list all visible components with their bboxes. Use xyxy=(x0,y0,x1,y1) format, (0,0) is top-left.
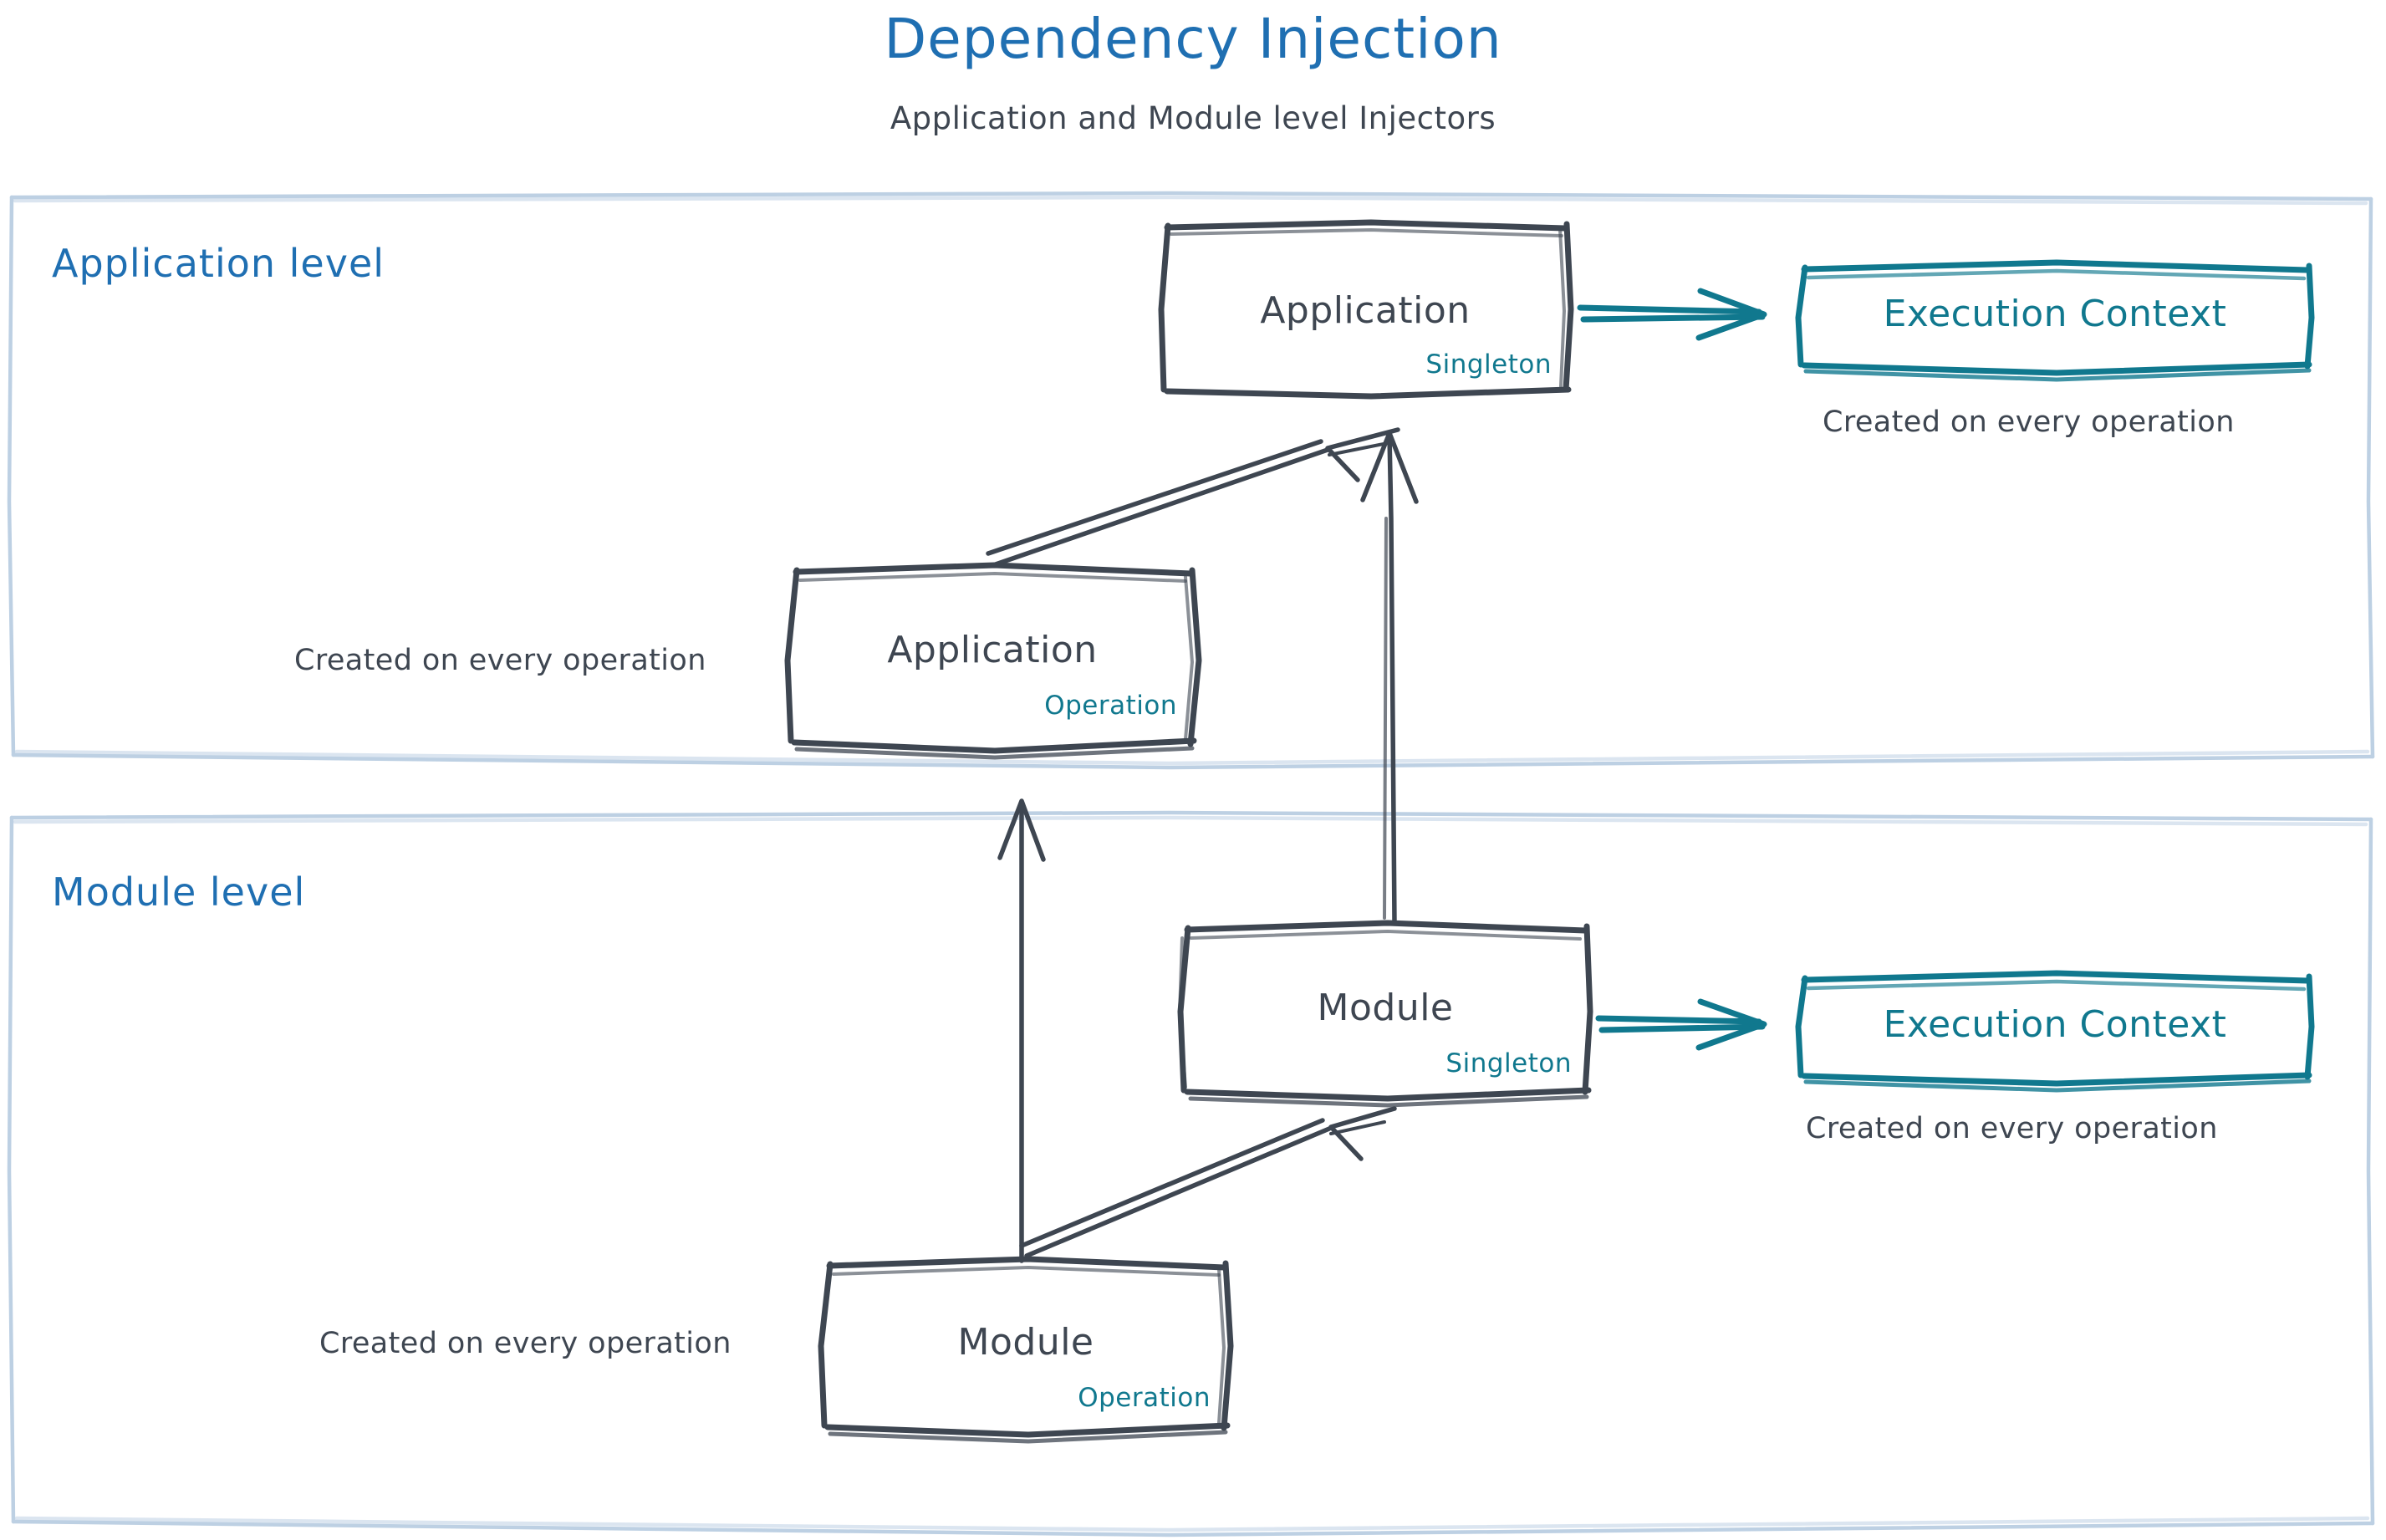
page-title: Dependency Injection xyxy=(884,7,1502,71)
edge-mod-operation-to-mod-singleton xyxy=(1019,1106,1397,1258)
node-scope-badge: Singleton xyxy=(1445,1048,1572,1079)
annotation-execution-context-module: Created on every operation xyxy=(1806,1112,2218,1145)
node-application-singleton[interactable]: Application Singleton xyxy=(1164,224,1567,391)
lane-label-application-level: Application level xyxy=(52,241,385,286)
node-scope-badge: Singleton xyxy=(1425,349,1552,380)
node-title: Application xyxy=(1260,289,1471,332)
page-subtitle: Application and Module level Injectors xyxy=(890,100,1496,136)
node-title: Module xyxy=(957,1321,1094,1364)
node-title: Application xyxy=(887,629,1098,671)
annotation-module-operation: Created on every operation xyxy=(319,1327,732,1360)
node-application-operation[interactable]: Application Operation xyxy=(793,569,1192,744)
edge-mod-singleton-to-ctx xyxy=(1595,998,1767,1051)
edge-app-singleton-to-ctx xyxy=(1577,288,1767,341)
node-title: Execution Context xyxy=(1883,293,2227,335)
node-title: Module xyxy=(1317,987,1454,1029)
node-execution-context-application[interactable]: Execution Context xyxy=(1802,266,2307,365)
edge-mod-singleton-to-app-singleton xyxy=(1360,431,1419,926)
edge-app-op-to-app-singleton xyxy=(986,427,1400,568)
annotation-execution-context-application: Created on every operation xyxy=(1823,405,2235,439)
node-title: Execution Context xyxy=(1883,1003,2227,1046)
node-scope-badge: Operation xyxy=(1044,691,1177,721)
node-scope-badge: Operation xyxy=(1078,1383,1211,1413)
node-module-operation[interactable]: Module Operation xyxy=(826,1262,1226,1430)
lane-label-module-level: Module level xyxy=(52,869,306,915)
node-module-singleton[interactable]: Module Singleton xyxy=(1184,926,1587,1094)
edge-mod-operation-to-app-operation xyxy=(997,798,1046,1263)
node-execution-context-module[interactable]: Execution Context xyxy=(1802,977,2307,1075)
annotation-application-operation: Created on every operation xyxy=(294,644,706,677)
